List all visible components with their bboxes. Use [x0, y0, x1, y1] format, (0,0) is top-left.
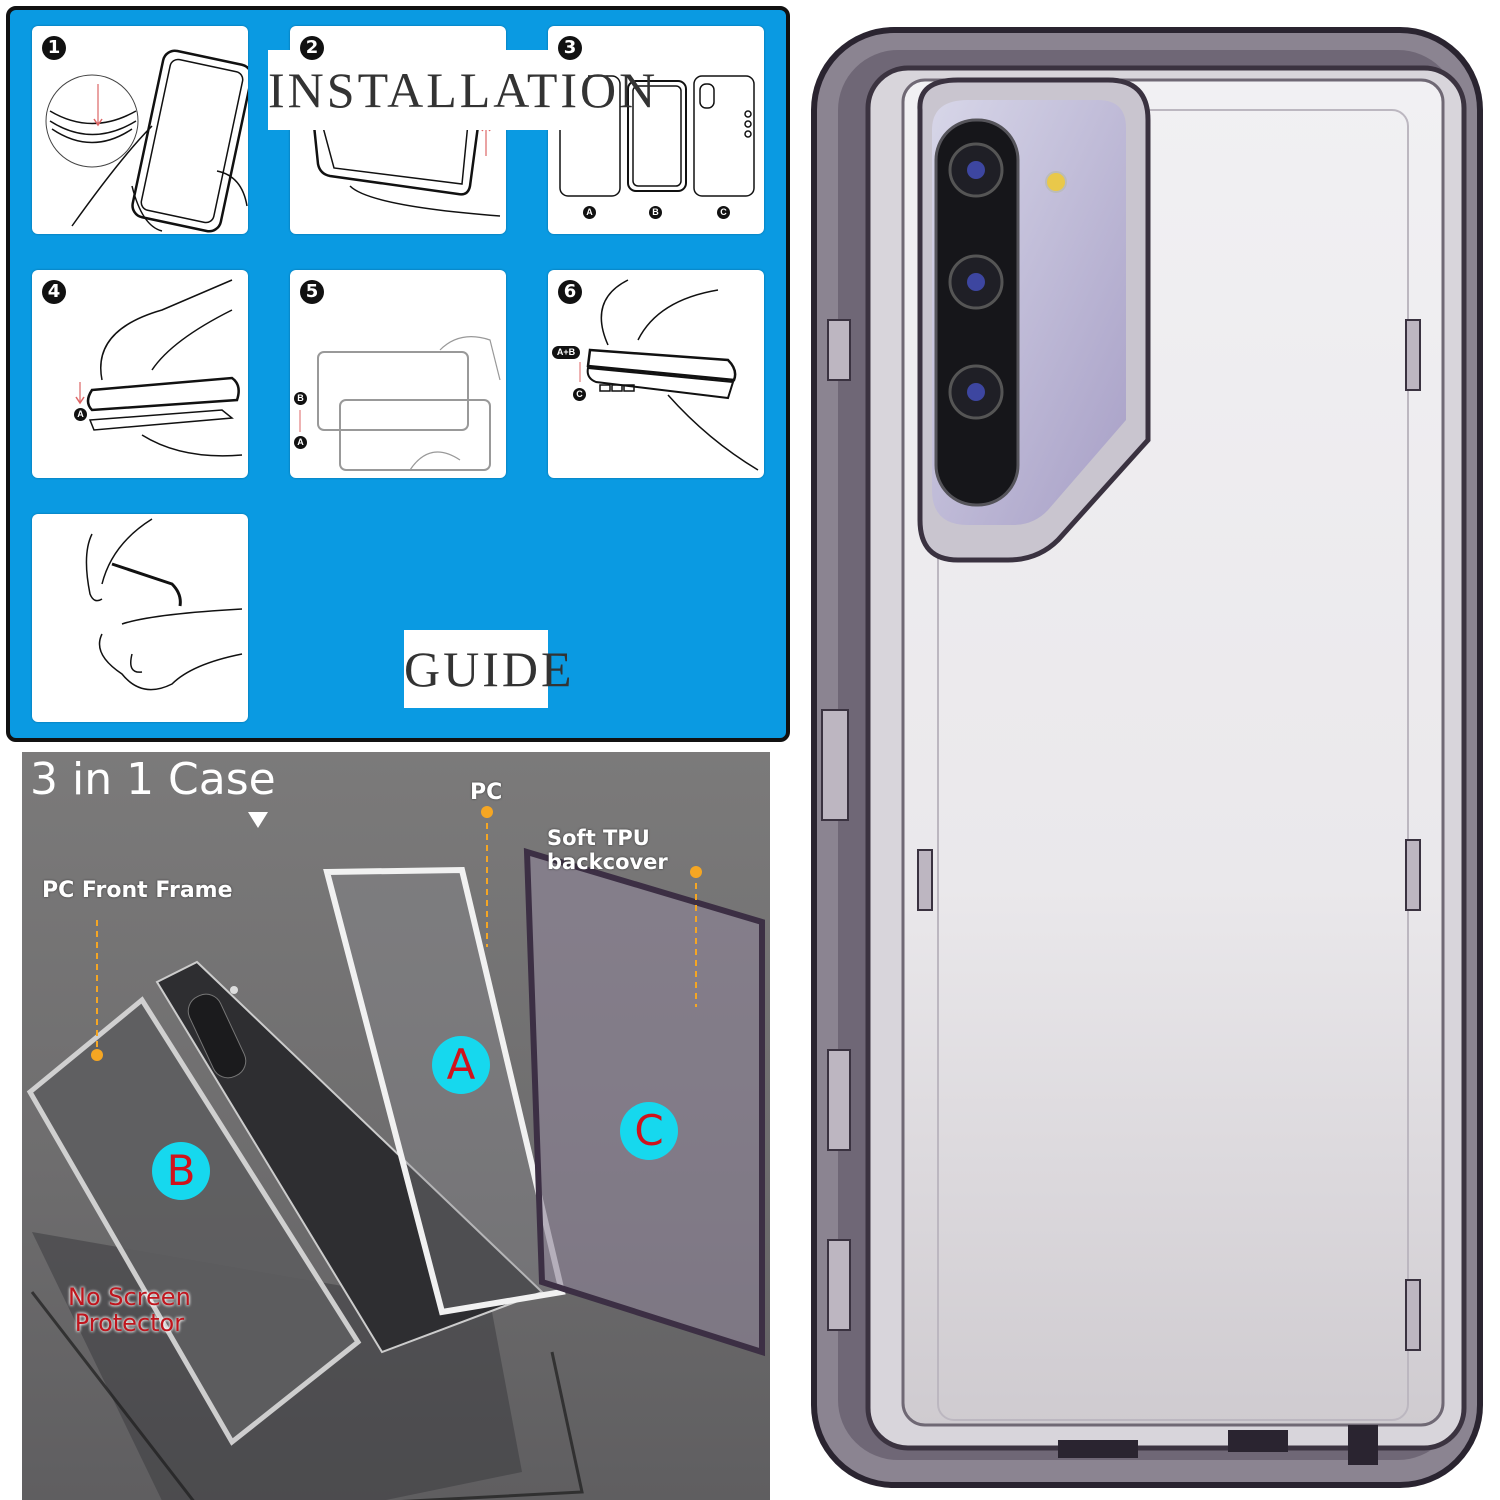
step-number: 6 [558, 280, 582, 304]
step-5-illustration [299, 336, 501, 471]
step-3-illustration [559, 75, 755, 197]
installation-guide-panel: 1 2 3 [6, 6, 790, 742]
part-b-label: B [649, 206, 662, 219]
step-number: 4 [42, 280, 66, 304]
pc-label: PC [470, 780, 503, 805]
step-5-card: 5 B A [290, 270, 506, 478]
no-screen-protector-label: No Screen Protector [68, 1284, 191, 1336]
step-number: 3 [558, 36, 582, 60]
step-4-card: 4 A [32, 270, 248, 478]
part-b-badge: B [152, 1142, 210, 1200]
no-screen-line1: No Screen [68, 1283, 191, 1311]
three-in-one-title: 3 in 1 Case [30, 754, 276, 805]
part-c-label: C [573, 388, 586, 401]
step-1-illustration [45, 49, 248, 233]
step-6-illustration [579, 279, 759, 471]
part-a-label: A [74, 408, 87, 421]
phone-case-illustration [811, 27, 1483, 1488]
step-number: 1 [42, 36, 66, 60]
phone-case-product-image [808, 20, 1488, 1495]
part-a-label: A [294, 436, 307, 449]
step-6-card: 6 A+B C [548, 270, 764, 478]
soft-tpu-label: Soft TPU backcover [547, 826, 668, 874]
step-number: 5 [300, 280, 324, 304]
part-c-badge: C [620, 1102, 678, 1160]
part-ab-label: A+B [552, 346, 580, 359]
no-screen-line2: Protector [74, 1309, 185, 1337]
step-1-card: 1 [32, 26, 248, 234]
guide-title-line1: INSTALLATION [268, 50, 655, 130]
part-a-label: A [583, 206, 596, 219]
step-4-illustration [75, 279, 243, 457]
step-3-card: 3 A B C [548, 26, 764, 234]
pc-front-frame-label: PC Front Frame [42, 878, 233, 903]
step-7-card [32, 514, 248, 722]
part-b-label: B [294, 392, 307, 405]
part-c-label: C [717, 206, 730, 219]
three-in-one-panel: 3 in 1 Case PC Soft TPU backcover PC Fro… [22, 752, 770, 1500]
step-7-illustration [85, 518, 243, 691]
guide-title-line2: GUIDE [404, 630, 572, 708]
part-a-badge: A [432, 1036, 490, 1094]
step-number: 2 [300, 36, 324, 60]
